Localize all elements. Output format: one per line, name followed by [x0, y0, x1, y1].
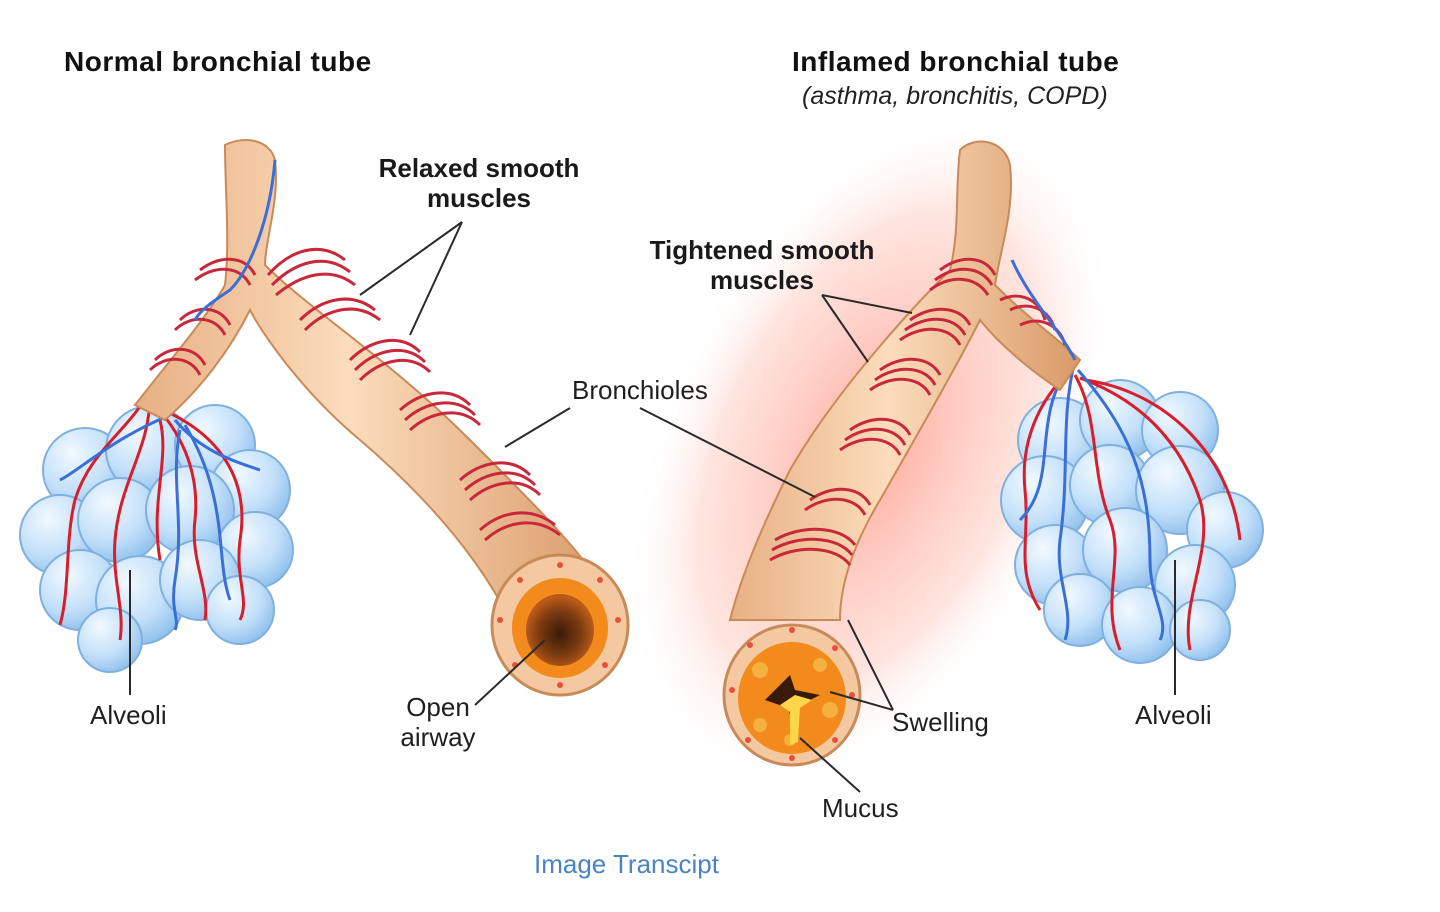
left-alveoli-label: Alveoli	[90, 700, 167, 730]
inflamed-panel-title: Inflamed bronchial tube	[792, 46, 1120, 77]
bronchioles-label: Bronchioles	[572, 375, 708, 405]
image-transcript-link[interactable]: Image Transcipt	[534, 849, 719, 879]
left-blood-vessels	[58, 389, 261, 641]
tightened-smooth-muscles-line2: muscles	[709, 264, 815, 295]
right-smooth-muscles	[769, 257, 1067, 566]
left-tube-vein	[193, 159, 277, 321]
swelling-label: Swelling	[892, 707, 989, 737]
open-airway-label: Open airway	[384, 692, 492, 753]
normal-panel-title: Normal bronchial tube	[64, 46, 372, 77]
leader-lines	[129, 221, 1176, 793]
right-alveoli-cluster	[1000, 379, 1264, 664]
inflamed-airway-cross-section	[722, 623, 862, 767]
left-smooth-muscles	[148, 247, 561, 542]
relaxed-smooth-muscles-line1: Relaxed smooth	[378, 153, 580, 183]
inflamed-bronchial-tube	[626, 111, 1264, 789]
relaxed-smooth-muscles-label: Relaxed smooth muscles	[356, 153, 602, 214]
mucus-plug	[780, 695, 812, 745]
tightened-smooth-muscles-label: Tightened smooth muscles	[628, 235, 896, 296]
mucus-label: Mucus	[822, 793, 899, 823]
right-tube-vein	[1010, 259, 1077, 361]
open-airway-cross-section	[490, 553, 630, 697]
normal-bronchial-tube	[19, 139, 630, 697]
right-alveoli-label: Alveoli	[1135, 700, 1212, 730]
left-bronchiole-tube	[133, 139, 612, 622]
tightened-smooth-muscles-line1: Tightened smooth	[649, 235, 875, 265]
open-airway-line1: Open	[406, 692, 470, 722]
right-blood-vessels	[1018, 359, 1242, 651]
relaxed-smooth-muscles-line2: muscles	[426, 182, 532, 213]
inflamed-panel-subtitle: (asthma, bronchitis, COPD)	[802, 82, 1108, 110]
open-airway-line2: airway	[400, 721, 476, 752]
